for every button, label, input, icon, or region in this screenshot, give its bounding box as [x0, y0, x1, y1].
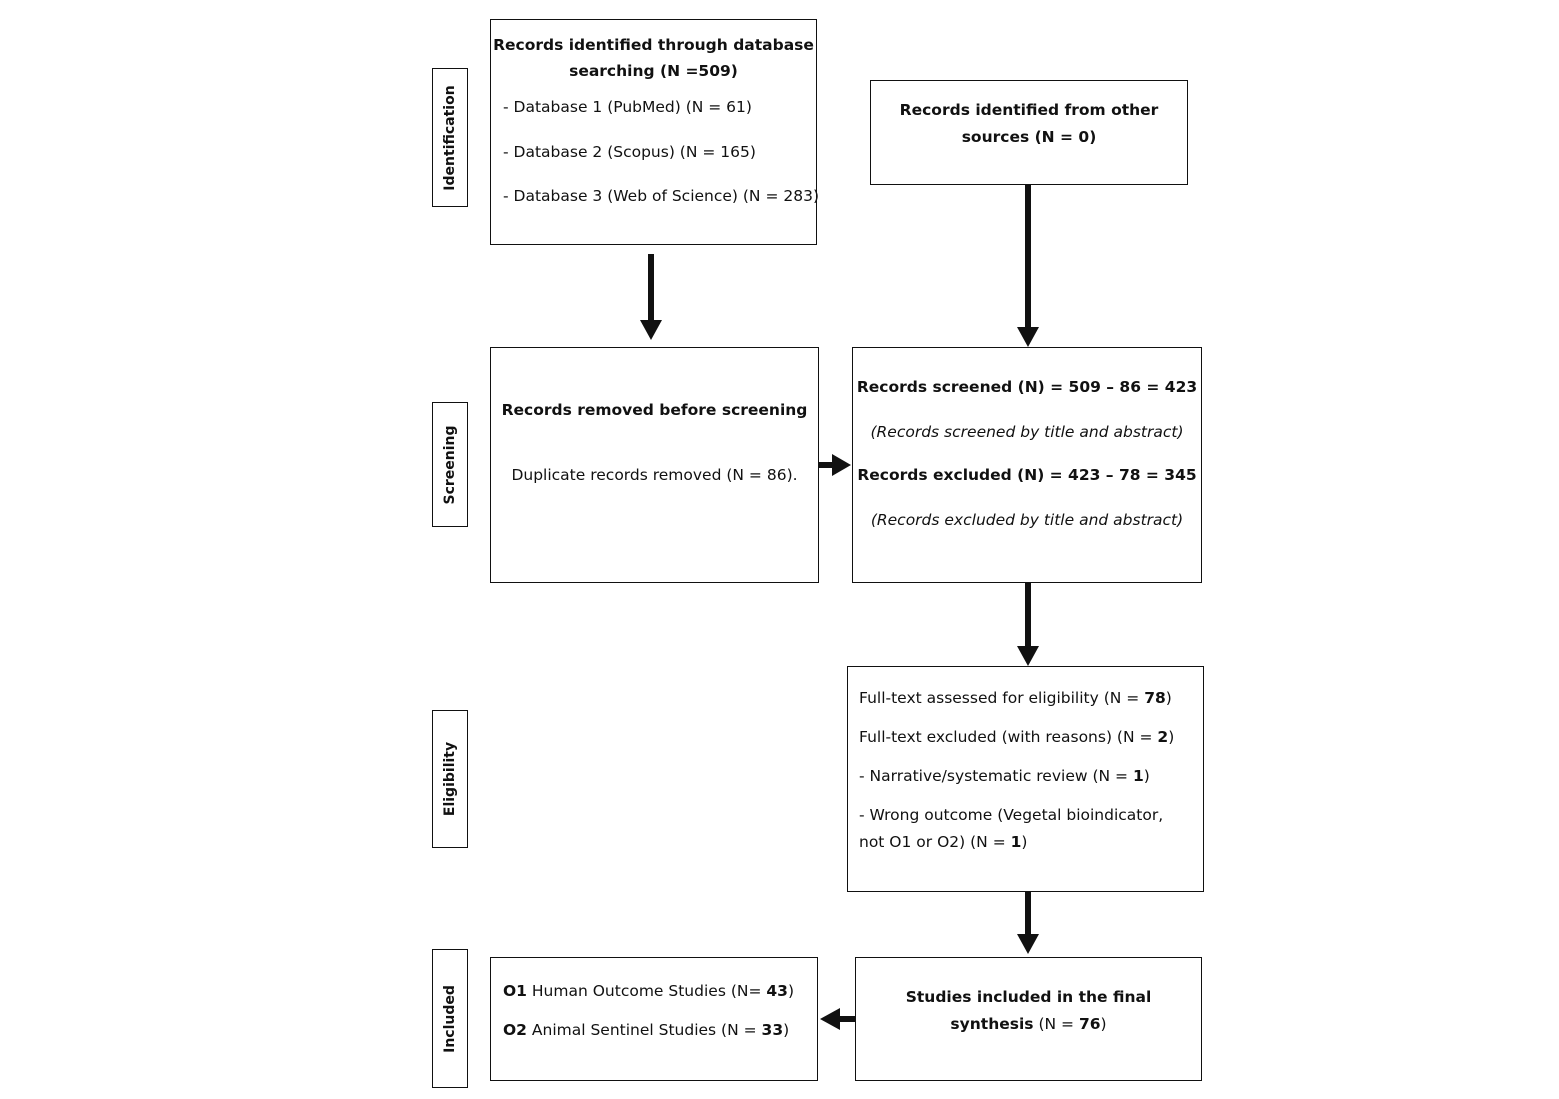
- stage-included-label: Included: [442, 984, 458, 1053]
- outcome-o2-code: O2: [503, 1021, 527, 1039]
- database-item-scopus: - Database 2 (Scopus) (N = 165): [503, 143, 756, 161]
- fulltext-excluded: Full-text excluded (with reasons) (N = 2…: [859, 728, 1174, 746]
- exclusion-reason-review-value: 1: [1132, 767, 1144, 785]
- studies-included-synthesis: synthesis: [950, 1015, 1034, 1033]
- fulltext-assessed-value: 78: [1144, 689, 1166, 707]
- outcome-o1-code: O1: [503, 982, 527, 1000]
- stage-included: Included: [432, 949, 468, 1088]
- fulltext-assessed-close: ): [1165, 689, 1172, 707]
- fulltext-excluded-value: 2: [1157, 728, 1169, 746]
- studies-included-prefix: (N =: [1033, 1015, 1079, 1033]
- fulltext-excluded-close: ): [1168, 728, 1175, 746]
- identified-database-title-line2: searching (N =509): [569, 62, 738, 80]
- arrow-included-to-outcomes-head: [820, 1008, 840, 1030]
- fulltext-excluded-prefix: Full-text excluded (with reasons) (N =: [859, 728, 1158, 746]
- exclusion-reason-outcome-line1: - Wrong outcome (Vegetal bioindicator,: [859, 806, 1164, 824]
- database-item-wos: - Database 3 (Web of Science) (N = 283): [503, 187, 820, 205]
- studies-included-line1: Studies included in the final: [905, 988, 1152, 1006]
- identified-other-box: Records identified from other sources (N…: [870, 80, 1188, 185]
- exclusion-reason-review-prefix: - Narrative/systematic review (N =: [859, 767, 1133, 785]
- studies-included-close: ): [1100, 1015, 1107, 1033]
- stage-screening: Screening: [432, 402, 468, 527]
- records-screened: Records screened (N) = 509 – 86 = 423: [856, 378, 1198, 396]
- arrow-screened-to-eligibility-head: [1017, 646, 1039, 666]
- identified-other-line2: sources (N = 0): [961, 128, 1097, 146]
- database-item-pubmed: - Database 1 (PubMed) (N = 61): [503, 98, 752, 116]
- outcome-o1-close: ): [787, 982, 795, 1000]
- studies-included-line2: synthesis (N = 76): [856, 1015, 1201, 1033]
- studies-included-value: 76: [1078, 1015, 1101, 1033]
- exclusion-reason-review: - Narrative/systematic review (N = 1): [859, 767, 1150, 785]
- records-screened-note: (Records screened by title and abstract): [870, 423, 1184, 441]
- fulltext-assessed-prefix: Full-text assessed for eligibility (N =: [859, 689, 1145, 707]
- exclusion-reason-outcome-line2: not O1 or O2) (N = 1): [859, 833, 1027, 851]
- identified-database-title-line1: Records identified through database: [493, 36, 814, 54]
- eligibility-box: Full-text assessed for eligibility (N = …: [847, 666, 1204, 892]
- stage-identification-label: Identification: [442, 84, 458, 191]
- exclusion-reason-outcome-close: ): [1021, 833, 1028, 851]
- records-screened-box: Records screened (N) = 509 – 86 = 423 (R…: [852, 347, 1202, 583]
- fulltext-assessed: Full-text assessed for eligibility (N = …: [859, 689, 1172, 707]
- removed-text: Duplicate records removed (N = 86).: [511, 466, 798, 484]
- outcome-o1: O1 Human Outcome Studies (N= 43): [503, 982, 794, 1000]
- stage-eligibility: Eligibility: [432, 710, 468, 848]
- outcome-o1-value: 43: [766, 982, 788, 1000]
- removed-before-screening-box: Records removed before screening Duplica…: [490, 347, 819, 583]
- records-excluded-note: (Records excluded by title and abstract): [870, 511, 1184, 529]
- identified-database-box: Records identified through database sear…: [490, 19, 820, 245]
- arrow-removed-to-screened-head: [832, 454, 851, 476]
- removed-title: Records removed before screening: [501, 401, 808, 419]
- arrow-eligibility-to-included-head: [1017, 934, 1039, 954]
- identified-other-line1: Records identified from other: [899, 101, 1159, 119]
- outcome-o2: O2 Animal Sentinel Studies (N = 33): [503, 1021, 789, 1039]
- exclusion-reason-review-close: ): [1143, 767, 1150, 785]
- outcome-o1-text: Human Outcome Studies (N=: [526, 982, 767, 1000]
- exclusion-reason-outcome-value: 1: [1010, 833, 1022, 851]
- stage-screening-label: Screening: [442, 424, 458, 505]
- stage-identification: Identification: [432, 68, 468, 207]
- outcome-studies-box: O1 Human Outcome Studies (N= 43) O2 Anim…: [490, 957, 818, 1081]
- outcome-o2-text: Animal Sentinel Studies (N =: [526, 1021, 762, 1039]
- exclusion-reason-outcome-prefix: not O1 or O2) (N =: [859, 833, 1011, 851]
- arrow-other-to-screened-head: [1017, 327, 1039, 347]
- outcome-o2-value: 33: [761, 1021, 784, 1039]
- records-excluded: Records excluded (N) = 423 – 78 = 345: [857, 466, 1197, 484]
- stage-eligibility-label: Eligibility: [442, 741, 458, 817]
- arrow-database-to-removed-head: [640, 320, 662, 340]
- studies-included-box: Studies included in the final synthesis …: [855, 957, 1202, 1081]
- outcome-o2-close: ): [783, 1021, 790, 1039]
